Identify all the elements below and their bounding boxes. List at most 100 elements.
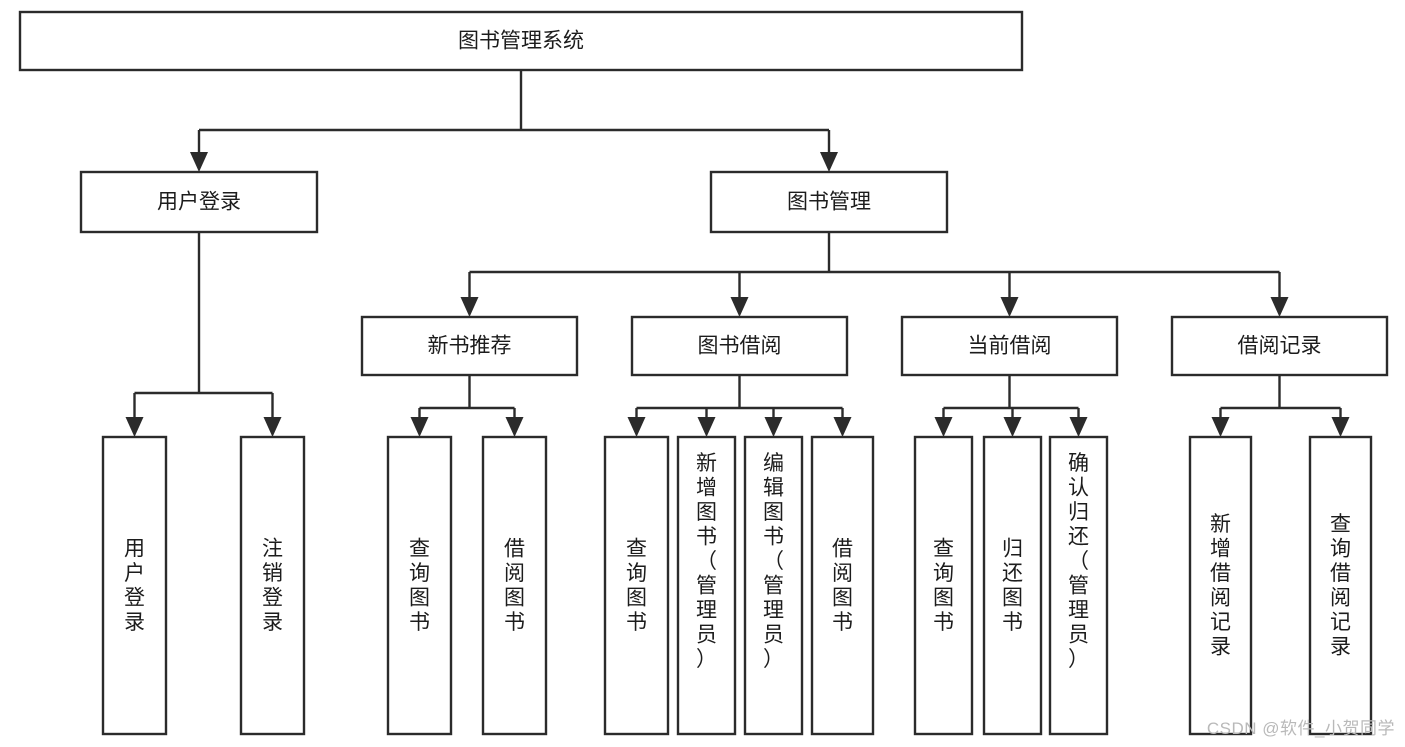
svg-text:员: 员 — [696, 624, 717, 647]
svg-text:询: 询 — [626, 562, 647, 585]
svg-text:查: 查 — [1330, 513, 1351, 536]
svg-text:阅: 阅 — [1210, 587, 1231, 610]
book-borrow-to-leaves-arrowhead-2 — [764, 417, 783, 437]
node-box-user-login[interactable] — [79, 170, 319, 234]
svg-text:员: 员 — [763, 624, 784, 647]
svg-text:录: 录 — [124, 611, 145, 634]
node-box-leaf-edit-book-admin[interactable] — [743, 435, 804, 736]
svg-text:还: 还 — [1068, 526, 1089, 549]
node-box-leaf-user-logout[interactable] — [239, 435, 306, 736]
node-box-leaf-borrow-book-1[interactable] — [481, 435, 548, 736]
svg-text:记: 记 — [1330, 611, 1351, 634]
node-box-leaf-borrow-book-2[interactable] — [810, 435, 875, 736]
svg-text:图: 图 — [933, 587, 954, 610]
svg-text:书: 书 — [696, 526, 717, 549]
svg-text:查: 查 — [933, 538, 954, 561]
node-box-root[interactable] — [18, 10, 1024, 72]
svg-text:销: 销 — [262, 562, 283, 585]
svg-text:确: 确 — [1068, 452, 1089, 475]
svg-text:（: （ — [696, 550, 717, 573]
node-box-book-borrow[interactable] — [630, 315, 849, 377]
svg-text:编: 编 — [763, 452, 784, 475]
node-label-root: 图书管理系统 — [458, 30, 584, 53]
svg-text:管: 管 — [696, 575, 717, 598]
node-box-leaf-add-borrow-record[interactable] — [1188, 435, 1253, 736]
svg-text:书: 书 — [626, 611, 647, 634]
svg-text:图: 图 — [832, 587, 853, 610]
svg-text:记: 记 — [1210, 611, 1231, 634]
root-to-level2-arrowhead-0 — [190, 152, 208, 172]
node-label-borrow-record: 借阅记录 — [1238, 335, 1322, 358]
node-box-leaf-query-book-2[interactable] — [603, 435, 670, 736]
current-borrow-to-leaves-arrowhead-0 — [934, 417, 953, 437]
node-box-borrow-record[interactable] — [1170, 315, 1389, 377]
svg-text:用: 用 — [124, 538, 145, 561]
bookmanage-to-level3-arrowhead-0 — [460, 297, 479, 317]
book-borrow-to-leaves-arrowhead-1 — [697, 417, 716, 437]
node-label-book-borrow: 图书借阅 — [698, 335, 782, 358]
node-box-leaf-add-book-admin[interactable] — [676, 435, 737, 736]
svg-text:阅: 阅 — [1330, 587, 1351, 610]
svg-text:理: 理 — [696, 599, 717, 622]
svg-text:查: 查 — [409, 538, 430, 561]
svg-text:增: 增 — [1210, 538, 1231, 561]
svg-text:认: 认 — [1068, 477, 1089, 500]
svg-text:图: 图 — [1002, 587, 1023, 610]
svg-text:新: 新 — [696, 452, 717, 475]
node-box-leaf-query-borrow-record[interactable] — [1308, 435, 1373, 736]
svg-text:图: 图 — [763, 501, 784, 524]
svg-text:图: 图 — [504, 587, 525, 610]
bookmanage-to-level3-arrowhead-3 — [1270, 297, 1289, 317]
svg-text:）: ） — [1068, 648, 1089, 671]
node-label-user-login: 用户登录 — [157, 191, 241, 214]
svg-text:）: ） — [763, 648, 784, 671]
svg-text:录: 录 — [262, 611, 283, 634]
boxes-layer — [18, 10, 1389, 736]
svg-text:）: ） — [696, 648, 717, 671]
svg-text:借: 借 — [1210, 562, 1231, 585]
svg-text:书: 书 — [1002, 611, 1023, 634]
bookmanage-to-level3-arrowhead-1 — [730, 297, 749, 317]
svg-text:阅: 阅 — [504, 562, 525, 585]
node-box-book-manage[interactable] — [709, 170, 949, 234]
svg-text:阅: 阅 — [832, 562, 853, 585]
root-to-level2-arrowhead-1 — [820, 152, 838, 172]
svg-text:录: 录 — [1330, 636, 1351, 659]
svg-text:（: （ — [1068, 550, 1089, 573]
userlogin-to-leaves-arrowhead-0 — [125, 417, 144, 437]
svg-text:管: 管 — [1068, 575, 1089, 598]
node-box-leaf-user-login[interactable] — [101, 435, 168, 736]
svg-text:查: 查 — [626, 538, 647, 561]
svg-text:书: 书 — [933, 611, 954, 634]
connectors-layer — [125, 70, 1350, 437]
svg-text:图: 图 — [409, 587, 430, 610]
svg-text:注: 注 — [262, 538, 283, 561]
node-box-leaf-query-book-3[interactable] — [913, 435, 974, 736]
svg-text:员: 员 — [1068, 624, 1089, 647]
node-box-current-borrow[interactable] — [900, 315, 1119, 377]
node-box-leaf-query-book-1[interactable] — [386, 435, 453, 736]
node-label-book-manage: 图书管理 — [787, 191, 871, 214]
svg-text:归: 归 — [1002, 538, 1023, 561]
current-borrow-to-leaves-arrowhead-2 — [1069, 417, 1088, 437]
node-box-leaf-confirm-return-admin[interactable] — [1048, 435, 1109, 736]
svg-text:借: 借 — [504, 538, 525, 561]
svg-text:借: 借 — [832, 538, 853, 561]
node-label-new-book-recommend: 新书推荐 — [428, 335, 512, 358]
node-box-new-book-recommend[interactable] — [360, 315, 579, 377]
svg-text:归: 归 — [1068, 501, 1089, 524]
node-box-leaf-return-book[interactable] — [982, 435, 1043, 736]
